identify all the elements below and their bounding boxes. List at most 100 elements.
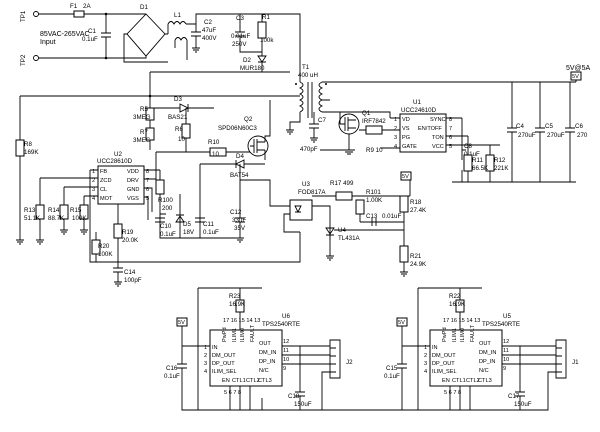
u1-pin-sync: SYNC [430,117,446,123]
c7-ref: C7 [318,117,326,124]
u1-pin-ton: TON [432,135,444,141]
r5-ref: R5 [140,106,148,113]
primary-controller-section: D3 BAS21 R5 3MEG R7 3MEG R6 10 R10 10 Q2… [15,96,301,287]
u6-pin-out: OUT [259,341,271,347]
u1-part: UCC24610D [401,107,437,114]
r17-ref: R17 499 [330,180,354,187]
u5-num-10: 10 [503,357,509,363]
d5-ref: D5 [183,221,191,228]
ic-u1 [399,113,447,153]
u2-pin-vdd: VDD [127,169,139,175]
u6-pin-ctl3: CTL3 [258,378,272,384]
r18-value: 27.4K [410,207,427,214]
u4-part: TL431A [338,235,361,242]
r23-ref: R23 [229,293,241,300]
c10-ref: C10 [160,223,172,230]
u5-pin-ctl2: CTL2 [466,378,480,384]
u3-part: FOD817A [298,189,326,196]
c1-ref: C1 [88,28,96,35]
u5-pin-fault: FAULT [470,324,476,342]
r14-value: 88.7K [48,215,65,222]
u5-pin-ilim1: ILIM1 [452,328,458,342]
u5-num-3: 3 [424,361,427,367]
tp1-label: TP1 [20,10,27,22]
r13-ref: R13 [24,207,36,214]
tp2-label: TP2 [20,54,27,66]
r18-ref: R18 [410,199,422,206]
c10-value: 0.1uF [160,231,176,238]
usb-switch-u5: R22 16.9K U5 TPS2540RTE 17 16 15 14 13 P… [384,287,579,411]
d3-ref: D3 [174,96,182,103]
r12-value: 221K [494,165,509,172]
usb-connector-j1 [555,339,567,379]
d4-ref: D4 [236,153,244,160]
c17-ref: C17 [508,393,520,400]
u2-pin-mot: MOT [100,196,113,202]
u2-num-3: 3 [92,187,95,193]
u6-num-2: 2 [204,353,207,359]
u1-pin-vd: VD [402,117,410,123]
r15-ref: R15 [70,207,82,214]
u2-pin-cl: CL [100,187,107,193]
u6-num-1: 1 [204,345,207,351]
u5-pin-ilim0: ILIM0 [460,328,466,342]
u6-pin-in: IN [212,345,218,351]
c16-ref: C16 [166,365,178,372]
bridge-rectifier-d1 [126,13,166,57]
d1-ref: D1 [140,4,148,11]
u6-pin-dp-in: DP_IN [259,359,275,365]
u1-num-8: 8 [449,117,452,123]
rail-tag-5v-u6: 5V [178,320,185,326]
usb-switch-u6: R23 16.9K U6 TPS2540RTE 17 16 15 14 13 P… [164,287,353,411]
u6-pin-fault: FAULT [250,324,256,342]
u5-pin-dm-in: DM_IN [479,350,496,356]
u1-num-3: 3 [394,135,397,141]
u6-num-11: 11 [283,348,289,354]
u1-num-7: 7 [449,126,452,132]
c5-ref: C5 [545,123,553,130]
q2-ref: Q2 [244,116,253,123]
u5-pin-dp-in: DP_IN [479,359,495,365]
feedback-section: U3 FOD817A R17 499 R101 1.00K C13 0.01uF… [240,171,427,277]
r14-ref: R14 [48,207,60,214]
u1-num-6: 6 [449,135,452,141]
u1-ref: U1 [413,99,421,106]
c5-value: 270uF [547,132,565,139]
u6-num-4: 4 [204,369,207,375]
u6-num-10: 10 [283,357,289,363]
u6-num-3: 3 [204,361,207,367]
c12-value: 33uF [232,217,246,224]
c2-voltage: 400V [202,35,217,42]
r9-label: R9 10 [366,147,383,154]
u5-pin-nc: N/C [479,368,489,374]
u6-pin-dp-out: DP_OUT [212,361,235,367]
c15-value: 0.1uF [384,373,400,380]
u2-part: UCC28610D [97,158,133,165]
c18-ref: C18 [288,393,300,400]
c4-ref: C4 [516,123,524,130]
u5-ref: U5 [503,313,511,320]
c6-value: 270 [577,132,588,139]
u5-pin-en: EN [442,378,450,384]
c6-ref: C6 [575,123,583,130]
u1-num-2: 2 [394,126,397,132]
u5-pin-out: OUT [479,341,491,347]
u6-top-nums: 17 16 15 14 13 [223,318,260,324]
c17-value: 150uF [514,401,532,408]
d4-part: BAT54 [230,172,249,179]
r1-value: 100k [260,37,274,44]
u1-pin-vs: VS [402,126,410,132]
u5-pin-dp-out: DP_OUT [432,361,455,367]
u1-pin-pg: PG [402,135,410,141]
u1-num-1: 1 [394,117,397,123]
u6-pin-dm-in: DM_IN [259,350,276,356]
u6-pin-en: EN [222,378,230,384]
input-voltage-label: 85VAC-265VAC [40,31,90,38]
c12-ref: C12 [230,209,242,216]
u2-pin-drv: DRV [127,178,139,184]
r101-value: 1.00K [366,197,383,204]
d2-ref: D2 [243,57,251,64]
r22-ref: R22 [449,293,461,300]
t1-ref: T1 [302,64,310,71]
c16-value: 0.1uF [164,373,180,380]
